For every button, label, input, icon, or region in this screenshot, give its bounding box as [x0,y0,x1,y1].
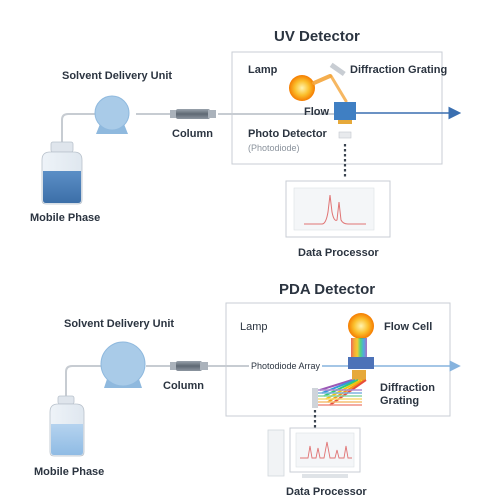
pda-diffraction-grating-label: Diffraction Grating [380,382,435,407]
pda-data-processor-label: Data Processor [286,486,367,498]
pda-detector-title: PDA Detector [279,281,376,298]
uv-data-processor-label: Data Processor [298,247,379,259]
uv-column [170,109,216,119]
pda-mobile-phase-label: Mobile Phase [34,466,105,478]
uv-photo-detector [338,131,352,139]
uv-solvent-delivery-pump [94,95,130,134]
uv-photo-detector-label: Photo Detector [248,128,327,140]
pda-data-processor [267,427,361,478]
pda-lamp-label: Lamp [240,321,268,333]
pda-column-label: Column [163,380,204,392]
pda-flow-cell [348,357,374,369]
uv-column-label: Column [172,128,213,140]
uv-data-processor [285,180,391,238]
pda-spectrum-fan [318,389,362,406]
uv-tubing [61,113,336,145]
pda-photodiode-array-label: Photodiode Array [249,361,323,371]
pda-photodiode-array [312,388,318,408]
pda-diffraction-grating [352,370,366,380]
uv-mobile-phase-label: Mobile Phase [30,212,101,224]
uv-mobile-phase-bottle [41,141,83,205]
pda-column [170,361,208,371]
pda-light-beam [351,338,367,358]
uv-detector-title: UV Detector [274,28,360,45]
uv-flow-label: Flow [304,106,330,118]
uv-solvent-delivery-unit-label: Solvent Delivery Unit [62,70,173,82]
uv-diffraction-grating [329,62,346,77]
pda-flow-cell-label: Flow Cell [384,321,433,333]
pda-solvent-delivery-pump [100,341,146,388]
pda-tubing [65,365,252,400]
uv-diffraction-grating-label: Diffraction Grating [350,64,448,76]
pda-mobile-phase-bottle [49,395,85,457]
uv-lamp [289,74,348,103]
pda-detector-box [225,302,451,417]
pda-lamp [348,313,374,339]
uv-lamp-label: Lamp [248,64,278,76]
uv-flow-cell [334,102,356,124]
pda-solvent-delivery-unit-label: Solvent Delivery Unit [64,318,175,330]
uv-photodiode-label: (Photodiode) [248,143,300,153]
